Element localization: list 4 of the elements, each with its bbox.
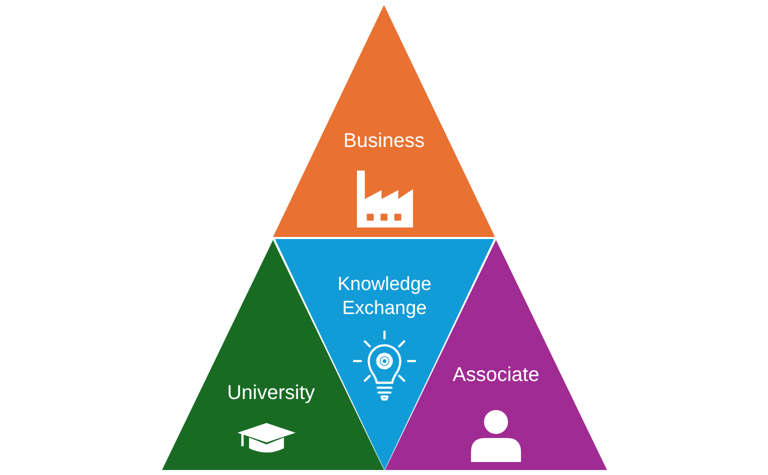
segment-label: University: [227, 381, 315, 405]
segment-label: Associate: [452, 363, 540, 387]
segment-label: Business: [343, 129, 425, 153]
segment-label: Knowledge Exchange: [337, 273, 432, 321]
